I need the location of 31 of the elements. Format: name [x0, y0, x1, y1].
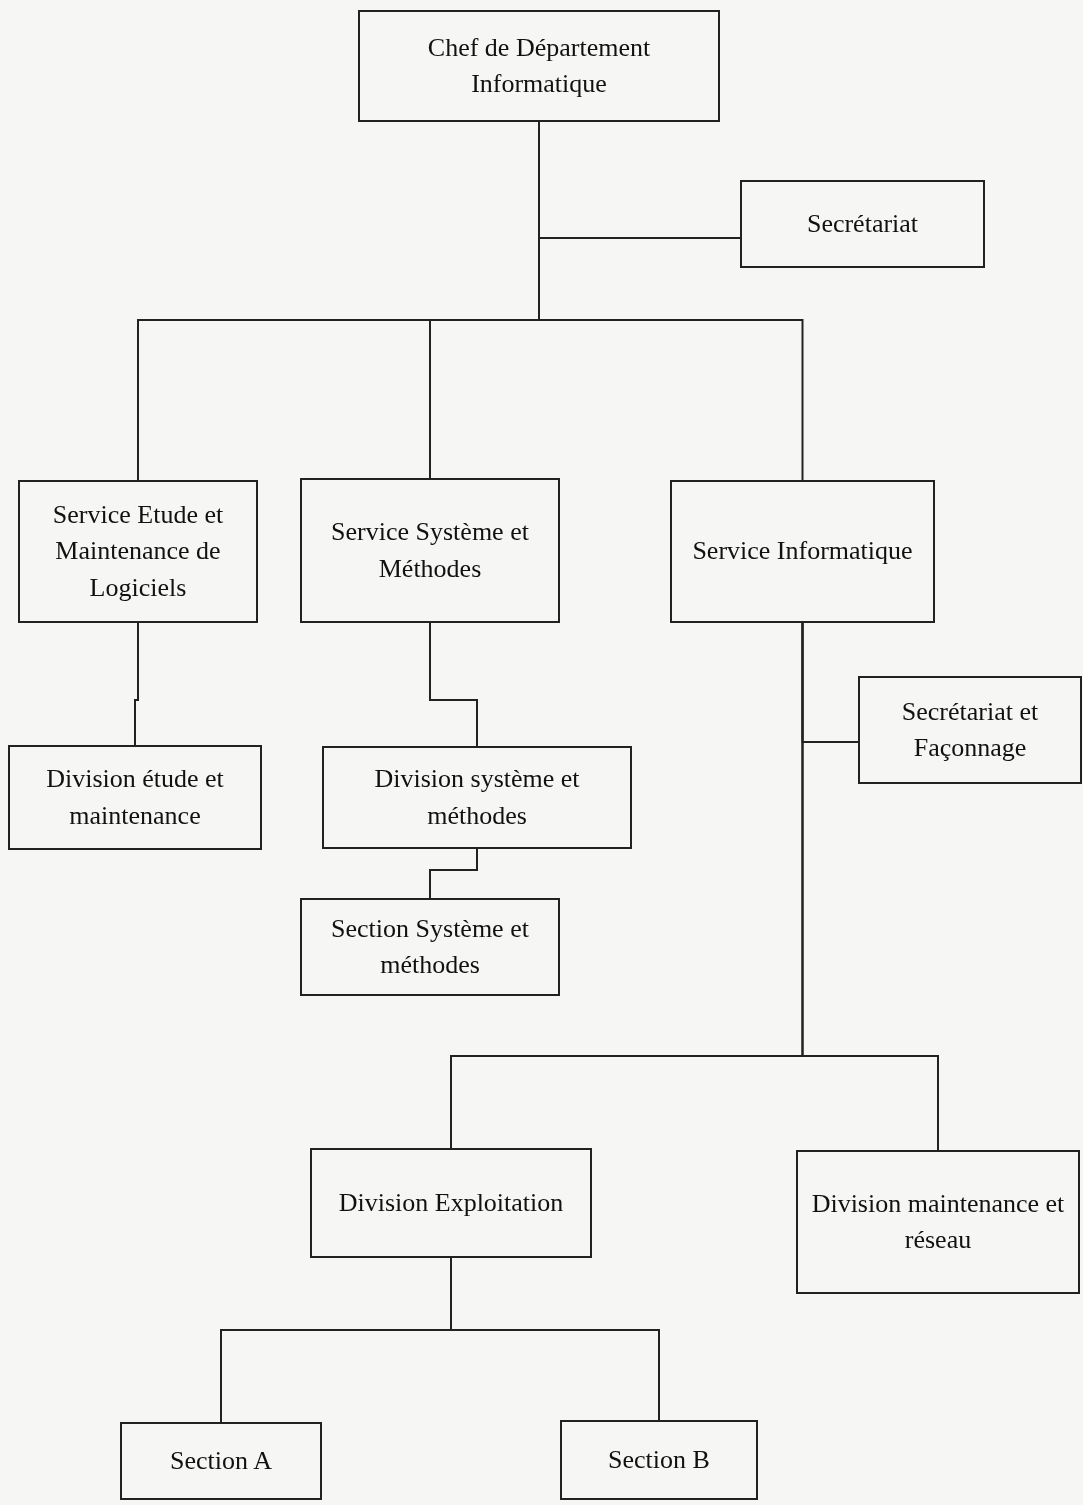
org-box: [120, 1422, 322, 1500]
box-label: Service Informatique: [692, 535, 913, 568]
box-label: Division Exploitation: [338, 1186, 564, 1219]
box-label: Secrétariat: [806, 207, 919, 240]
org-box: [300, 478, 560, 623]
org-box: [560, 1420, 758, 1500]
connector-line: [134, 622, 139, 746]
org-box: [300, 898, 560, 996]
box-label: Section Système et méthodes: [330, 912, 530, 981]
box-label: Division système et méthodes: [373, 763, 581, 832]
org-box: [670, 480, 935, 623]
connector-line: [801, 622, 939, 1151]
box-label: Service Etude et Maintenance de Logiciels: [51, 498, 225, 604]
box-label: Secrétariat et Façonnage: [900, 695, 1040, 764]
org-box: [358, 10, 720, 122]
box-label: Section A: [170, 1444, 272, 1477]
box-label: Service Système et Méthodes: [330, 516, 530, 585]
connector-line: [429, 622, 478, 747]
org-box: [310, 1148, 592, 1258]
box-label: Division étude et maintenance: [45, 763, 225, 832]
org-box: [322, 746, 632, 849]
org-box: [18, 480, 258, 623]
org-box: [858, 676, 1082, 784]
connector-line: [429, 848, 478, 899]
box-label: Section B: [608, 1443, 710, 1476]
org-box: [740, 180, 985, 268]
org-box: [8, 745, 262, 850]
box-label: Division maintenance et réseau: [810, 1187, 1066, 1256]
org-box: [796, 1150, 1080, 1294]
box-label: Chef de Département Informatique: [426, 31, 652, 100]
connector-line: [450, 1257, 660, 1421]
